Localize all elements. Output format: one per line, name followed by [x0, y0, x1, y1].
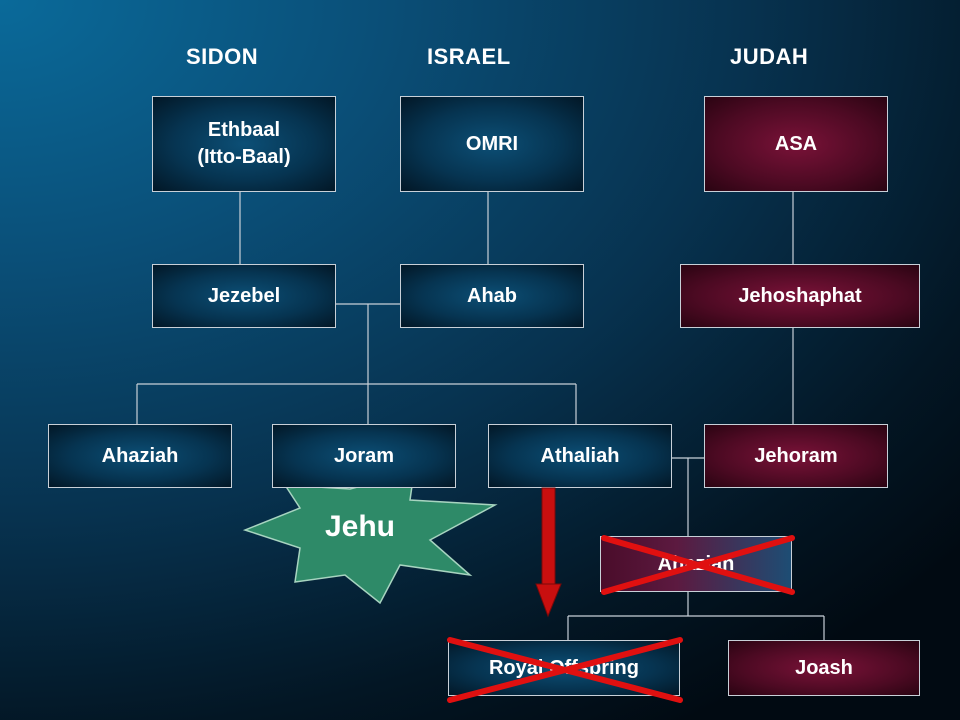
- box-joram: Joram: [272, 424, 456, 488]
- ethbaal-name: Ethbaal: [207, 119, 281, 141]
- box-omri: OMRI: [400, 96, 584, 192]
- box-athaliah: Athaliah: [488, 424, 672, 488]
- down-arrow-icon: [535, 487, 562, 618]
- box-jehoram: Jehoram: [704, 424, 888, 488]
- box-ahab: Ahab: [400, 264, 584, 328]
- box-joash: Joash: [728, 640, 920, 696]
- cross-out-royal-offspring-icon: [447, 637, 683, 703]
- box-ahaziah-israel: Ahaziah: [48, 424, 232, 488]
- jehu-label: Jehu: [324, 510, 396, 543]
- box-ethbaal: Ethbaal (Itto-Baal): [152, 96, 336, 192]
- header-israel: ISRAEL: [427, 44, 511, 69]
- box-asa: ASA: [704, 96, 888, 192]
- header-judah: JUDAH: [730, 44, 809, 69]
- box-jehoshaphat: Jehoshaphat: [680, 264, 920, 328]
- header-sidon: SIDON: [186, 44, 259, 69]
- ethbaal-alias: (Itto-Baal): [197, 146, 291, 168]
- box-jezebel: Jezebel: [152, 264, 336, 328]
- cross-out-ahaziah-icon: [601, 535, 795, 595]
